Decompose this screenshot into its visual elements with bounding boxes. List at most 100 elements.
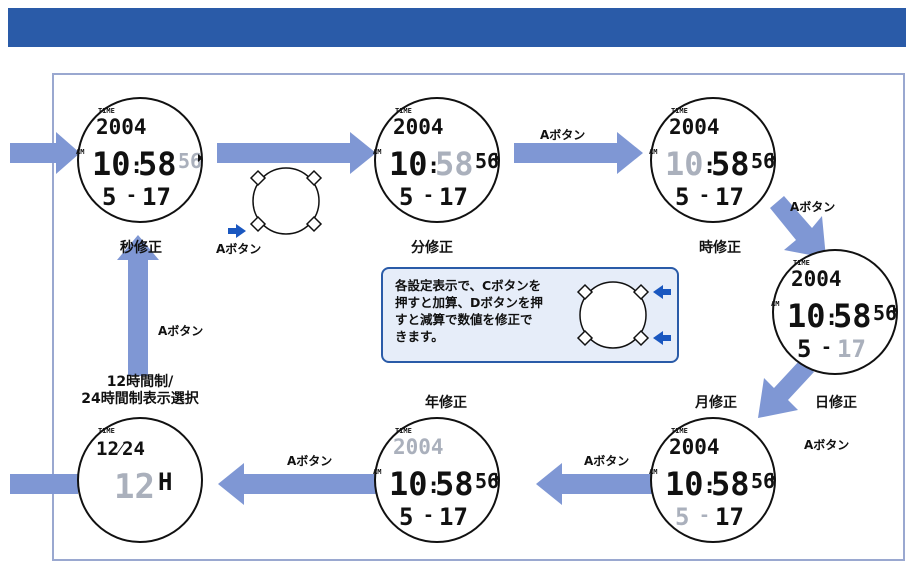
time-label: TIME bbox=[98, 427, 115, 435]
colon: : bbox=[703, 474, 716, 499]
time-label: TIME bbox=[671, 107, 688, 115]
date-dash: - bbox=[423, 505, 434, 526]
month-digits: 5 bbox=[399, 183, 413, 211]
year-digits: 2004 bbox=[393, 435, 444, 459]
pointer-icon bbox=[495, 474, 500, 482]
ampm-indicator: AM bbox=[373, 468, 381, 476]
ampm-indicator: AM bbox=[771, 300, 779, 308]
header-bar bbox=[8, 8, 906, 47]
month-digits: 5 bbox=[675, 183, 689, 211]
time-label: TIME bbox=[671, 427, 688, 435]
pointer-icon bbox=[495, 154, 500, 162]
day-digits: 17 bbox=[715, 503, 744, 531]
a-button-label-4: Aボタン bbox=[584, 454, 630, 468]
note-button-a-icon bbox=[576, 329, 594, 347]
arrow-in-top bbox=[10, 143, 58, 163]
watch-case bbox=[374, 417, 500, 543]
hour-digits: 10 bbox=[787, 297, 826, 335]
colon: : bbox=[427, 154, 440, 179]
note-watch-diagram bbox=[576, 281, 671, 349]
label-month-adjust: 月修正 bbox=[695, 395, 737, 411]
day-digits: 17 bbox=[715, 183, 744, 211]
note-button-c-icon bbox=[632, 283, 650, 301]
minute-digits: 58 bbox=[833, 297, 872, 335]
info-note: 各設定表示で、Cボタンを 押すと加算、Dボタンを押 すと減算で数値を修正で きま… bbox=[381, 267, 679, 363]
minute-digits: 58 bbox=[435, 465, 474, 503]
small-watch-case bbox=[252, 167, 320, 235]
watch-case bbox=[77, 417, 203, 543]
year-digits: 2004 bbox=[669, 115, 720, 139]
ampm-indicator: AM bbox=[649, 148, 657, 156]
note-arrow-c-icon bbox=[653, 285, 671, 299]
date-dash: - bbox=[821, 337, 832, 358]
hour-digits: 10 bbox=[665, 145, 704, 183]
a-button-label-3: Aボタン bbox=[804, 438, 850, 452]
arrow-year-to-format bbox=[242, 474, 380, 494]
button-d-icon bbox=[305, 215, 323, 233]
pointer-icon bbox=[198, 154, 203, 162]
arrow-hour-to-day bbox=[770, 196, 826, 258]
arrow-sec-to-min-head bbox=[350, 132, 376, 174]
pointer-arrow-icon bbox=[228, 224, 246, 238]
date-dash: - bbox=[699, 185, 710, 206]
year-digits: 2004 bbox=[393, 115, 444, 139]
label-year-adjust: 年修正 bbox=[425, 395, 467, 411]
arrow-day-to-month bbox=[758, 360, 814, 418]
day-digits: 17 bbox=[142, 183, 171, 211]
label-format-select: 12時間制/ 24時間制表示選択 bbox=[81, 374, 199, 407]
time-label: TIME bbox=[98, 107, 115, 115]
colon: : bbox=[427, 474, 440, 499]
a-button-label-7: Aボタン bbox=[216, 242, 262, 256]
hour-digits: 10 bbox=[389, 145, 428, 183]
pointer-icon bbox=[771, 474, 776, 482]
arrow-month-to-year-head bbox=[536, 463, 562, 505]
pointer-icon bbox=[771, 154, 776, 162]
button-c-icon bbox=[305, 169, 323, 187]
a-button-label-2: Aボタン bbox=[790, 200, 836, 214]
label-day-adjust: 日修正 bbox=[815, 395, 857, 411]
minute-digits: 58 bbox=[435, 145, 474, 183]
note-text: 各設定表示で、Cボタンを 押すと加算、Dボタンを押 すと減算で数値を修正で きま… bbox=[395, 278, 543, 344]
hour-digits: 10 bbox=[389, 465, 428, 503]
pointer-icon bbox=[893, 306, 898, 314]
colon: : bbox=[130, 154, 143, 179]
flow-arrows bbox=[10, 132, 826, 505]
watch-case bbox=[772, 249, 898, 375]
arrow-min-to-hour-head bbox=[617, 132, 643, 174]
year-digits: 2004 bbox=[96, 115, 147, 139]
diagram-frame bbox=[52, 73, 905, 561]
button-b-icon bbox=[249, 169, 267, 187]
watch-case bbox=[77, 97, 203, 223]
ampm-indicator: AM bbox=[649, 468, 657, 476]
label-minute-adjust: 分修正 bbox=[411, 240, 453, 256]
arrow-format-to-sec-head bbox=[117, 235, 159, 260]
arrow-in-top-head bbox=[56, 132, 80, 174]
time-label: TIME bbox=[793, 259, 810, 267]
month-digits: 5 bbox=[675, 503, 689, 531]
day-digits: 17 bbox=[439, 183, 468, 211]
time-label: TIME bbox=[395, 427, 412, 435]
arrow-sec-to-min bbox=[217, 143, 352, 163]
time-label: TIME bbox=[395, 107, 412, 115]
watch-case bbox=[650, 97, 776, 223]
minute-digits: 58 bbox=[711, 465, 750, 503]
date-dash: - bbox=[699, 505, 710, 526]
colon: : bbox=[825, 306, 838, 331]
note-button-d-icon bbox=[632, 329, 650, 347]
hour-digits: 10 bbox=[665, 465, 704, 503]
button-a-icon bbox=[249, 215, 267, 233]
date-dash: - bbox=[423, 185, 434, 206]
day-digits: 17 bbox=[837, 335, 866, 363]
label-hour-adjust: 時修正 bbox=[699, 240, 741, 256]
a-button-label-5: Aボタン bbox=[287, 454, 333, 468]
arrow-format-to-sec bbox=[128, 258, 148, 376]
date-dash: - bbox=[126, 185, 137, 206]
a-button-label-1: Aボタン bbox=[540, 128, 586, 142]
